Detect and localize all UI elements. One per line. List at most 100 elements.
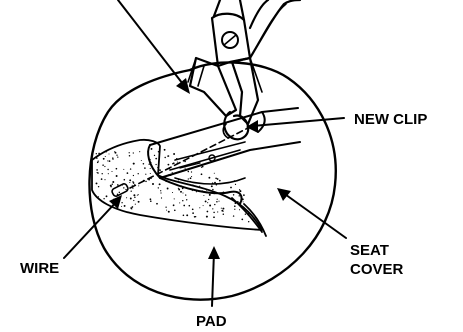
pad-stipple-dot bbox=[121, 206, 122, 207]
pad-stipple-dot bbox=[107, 160, 108, 161]
pad-stipple-dot bbox=[145, 181, 147, 183]
pad-stipple-dot bbox=[101, 178, 103, 180]
pad-stipple-dot bbox=[126, 197, 127, 198]
pad-stipple-dot bbox=[222, 208, 224, 210]
pad-stipple-dot bbox=[104, 166, 105, 167]
pad-stipple-dot bbox=[214, 204, 215, 205]
pad-stipple-dot bbox=[107, 169, 108, 170]
pad-stipple-dot bbox=[211, 185, 213, 187]
pad-stipple-dot bbox=[212, 208, 213, 209]
pad-stipple-dot bbox=[110, 185, 112, 187]
pad-stipple-dot bbox=[234, 209, 235, 210]
pad-stipple-dot bbox=[138, 194, 139, 195]
pad-stipple-dot bbox=[182, 200, 183, 201]
pad-stipple-dot bbox=[194, 216, 196, 218]
pad-stipple-dot bbox=[245, 213, 246, 214]
pad-stipple-dot bbox=[133, 152, 134, 153]
pad-stipple-dot bbox=[150, 198, 152, 200]
pad-stipple-dot bbox=[209, 205, 211, 207]
pad-stipple-dot bbox=[174, 198, 175, 199]
pad-stipple-dot bbox=[241, 219, 243, 221]
pad-stipple-dot bbox=[172, 172, 173, 173]
pad-stipple-dot bbox=[134, 163, 135, 164]
pad-stipple-dot bbox=[98, 186, 99, 187]
pad-stipple-dot bbox=[150, 173, 151, 174]
pad-stipple-dot bbox=[178, 188, 179, 189]
pad-stipple-dot bbox=[239, 209, 240, 210]
pad-stipple-dot bbox=[119, 192, 120, 193]
pad-stipple-dot bbox=[206, 190, 207, 191]
pad-stipple-dot bbox=[173, 153, 175, 155]
pad-stipple-dot bbox=[233, 194, 234, 195]
pad-stipple-dot bbox=[166, 210, 167, 211]
pad-stipple-dot bbox=[152, 183, 154, 185]
pad-stipple-dot bbox=[97, 162, 99, 164]
label-seat-cover-line1: SEAT bbox=[350, 242, 389, 259]
pad-stipple-dot bbox=[192, 208, 194, 210]
pad-stipple-dot bbox=[133, 175, 134, 176]
pad-stipple-dot bbox=[219, 180, 221, 182]
pad-stipple-dot bbox=[139, 151, 140, 152]
pad-stipple-dot bbox=[143, 163, 145, 165]
pad-stipple-dot bbox=[177, 162, 178, 163]
pad-stipple-dot bbox=[180, 191, 182, 193]
pad-stipple-dot bbox=[183, 205, 185, 207]
pad-stipple-dot bbox=[186, 214, 188, 216]
pad-stipple-dot bbox=[96, 157, 98, 159]
pad-stipple-dot bbox=[161, 197, 162, 198]
pad-stipple-dot bbox=[159, 169, 161, 171]
pad-stipple-dot bbox=[102, 164, 104, 166]
pad-stipple-dot bbox=[206, 216, 208, 218]
pad-stipple-dot bbox=[199, 207, 200, 208]
pad-stipple-dot bbox=[109, 160, 111, 162]
pad-stipple-dot bbox=[138, 173, 139, 174]
pad-stipple-dot bbox=[205, 200, 207, 202]
pad-stipple-dot bbox=[125, 189, 126, 190]
pad-stipple-dot bbox=[123, 169, 124, 170]
pad-stipple-dot bbox=[96, 153, 97, 154]
pad-stipple-dot bbox=[116, 155, 117, 156]
pad-stipple-dot bbox=[239, 189, 240, 190]
pad-stipple-dot bbox=[207, 211, 209, 213]
pad-stipple-dot bbox=[209, 194, 211, 196]
pad-stipple-dot bbox=[234, 205, 236, 207]
pad-stipple-dot bbox=[145, 174, 146, 175]
label-pad: PAD bbox=[196, 313, 227, 330]
pad-stipple-dot bbox=[214, 182, 216, 184]
hog-ring-pliers-icon bbox=[188, 0, 300, 124]
pad-stipple-dot bbox=[168, 164, 170, 166]
pad-stipple-dot bbox=[96, 182, 98, 184]
pad-stipple-dot bbox=[129, 182, 130, 183]
pad-stipple-dot bbox=[121, 202, 122, 203]
pad-stipple-dot bbox=[130, 168, 131, 169]
pad-stipple-dot bbox=[243, 201, 244, 202]
pad-stipple-dot bbox=[155, 164, 156, 165]
pad-stipple-dot bbox=[133, 200, 134, 201]
pad-stipple-dot bbox=[130, 207, 132, 209]
pad-stipple-dot bbox=[151, 148, 153, 150]
pad-stipple-dot bbox=[207, 202, 208, 203]
pad-stipple-dot bbox=[134, 197, 135, 198]
pad-stipple-dot bbox=[132, 206, 134, 208]
pad-stipple-dot bbox=[154, 155, 155, 156]
pad-stipple-dot bbox=[183, 215, 185, 217]
pad-stipple-dot bbox=[221, 208, 222, 209]
pad-stipple-dot bbox=[98, 160, 99, 161]
pad-stipple-dot bbox=[103, 158, 105, 160]
pad-stipple-dot bbox=[174, 210, 176, 212]
pad-stipple-dot bbox=[112, 158, 113, 159]
pad-stipple-dot bbox=[129, 152, 130, 153]
pad-stipple-dot bbox=[191, 171, 192, 172]
pad-stipple-dot bbox=[129, 155, 131, 157]
pad-stipple-dot bbox=[192, 212, 194, 214]
pad-stipple-dot bbox=[160, 190, 161, 191]
pad-stipple-dot bbox=[179, 202, 180, 203]
pad-stipple-dot bbox=[158, 187, 159, 188]
pad-stipple-dot bbox=[188, 171, 190, 173]
pad-stipple-dot bbox=[222, 210, 223, 211]
pad-stipple-dot bbox=[218, 201, 219, 202]
pad-stipple-dot bbox=[217, 178, 219, 180]
pad-stipple-dot bbox=[155, 158, 157, 160]
pad-stipple-dot bbox=[213, 216, 215, 218]
